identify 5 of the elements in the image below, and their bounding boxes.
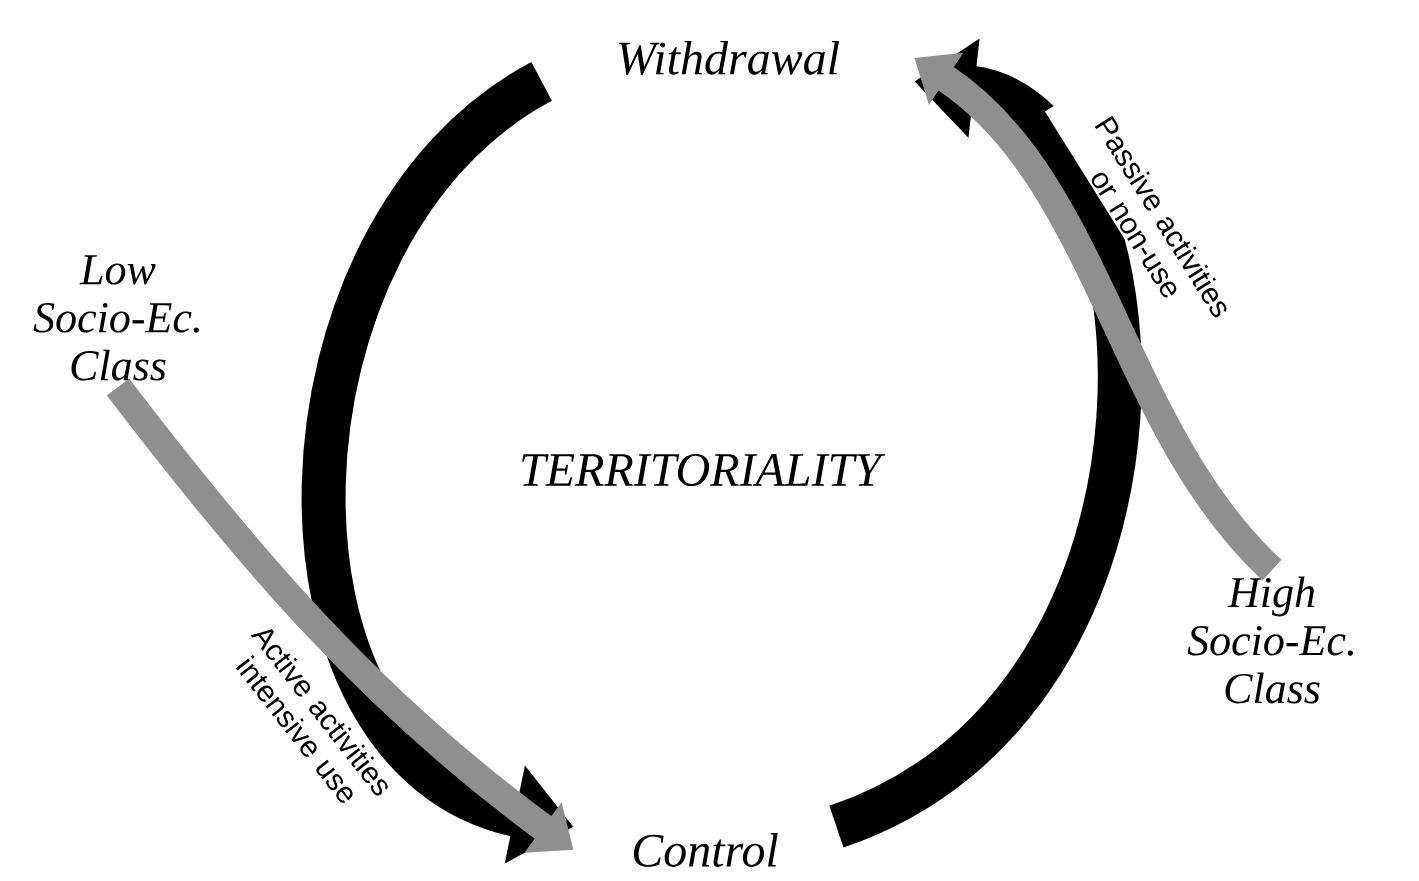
node-label: High Socio-Ec. Class (1187, 576, 1353, 704)
node-label: Control (633, 833, 778, 867)
node-label: TERRITORIALITY (522, 453, 886, 487)
node-label: Low Socio-Ec. Class (33, 255, 199, 381)
node-label: Withdrawal (619, 40, 839, 75)
